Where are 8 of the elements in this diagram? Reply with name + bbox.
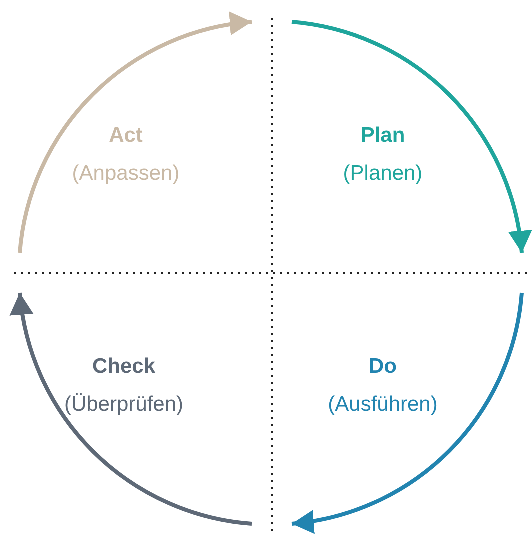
- phase-subtitle: (Überprüfen): [63, 393, 185, 417]
- phase-subtitle: (Planen): [342, 162, 424, 186]
- phase-title: Act: [108, 124, 144, 148]
- phase-title: Do: [368, 355, 398, 379]
- phase-subtitle: (Anpassen): [71, 162, 181, 186]
- phase-title: Check: [91, 355, 157, 379]
- phase-subtitle: (Ausführen): [327, 393, 439, 417]
- phase-title: Plan: [360, 124, 406, 148]
